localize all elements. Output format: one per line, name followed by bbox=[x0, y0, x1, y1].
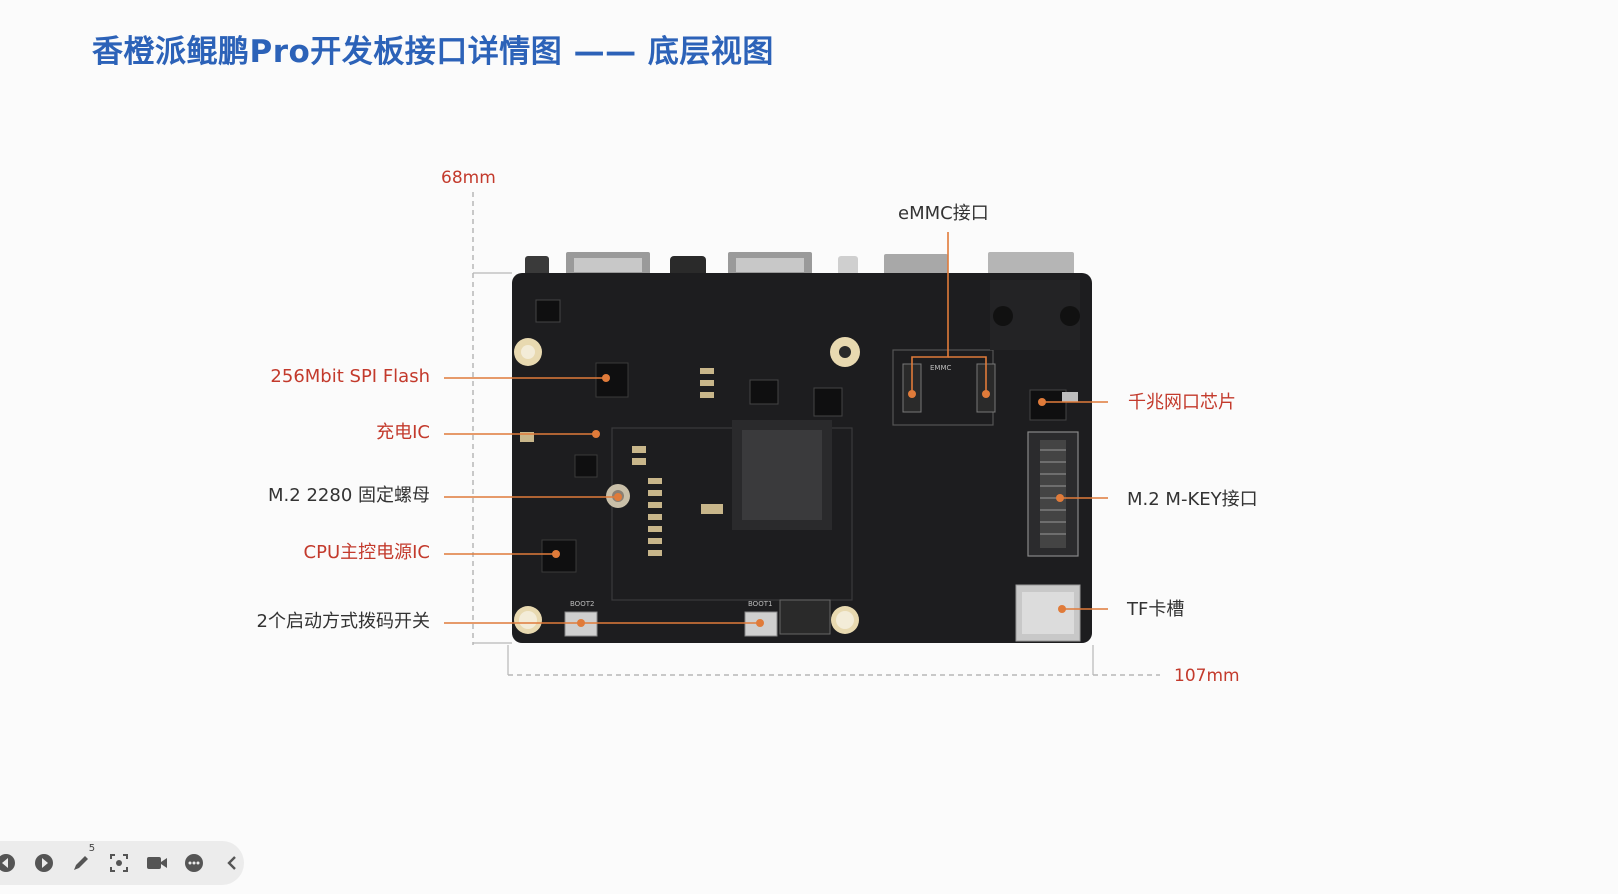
collapse-icon[interactable] bbox=[220, 851, 244, 875]
callout-boot-switches: 2个启动方式拨码开关 bbox=[256, 611, 430, 632]
emmc-silkscreen: EMMC bbox=[930, 364, 952, 372]
callout-m2-mkey: M.2 M-KEY接口 bbox=[1127, 489, 1258, 510]
boot1-silkscreen: BOOT2 bbox=[570, 600, 594, 608]
callout-m2-nut: M.2 2280 固定螺母 bbox=[268, 485, 430, 506]
pen-badge: 5 bbox=[88, 843, 96, 854]
callout-tf-slot: TF卡槽 bbox=[1127, 599, 1185, 620]
pen-icon[interactable]: 5 bbox=[69, 843, 95, 875]
callout-ethernet-chip: 千兆网口芯片 bbox=[1128, 392, 1236, 413]
callout-charger-ic: 充电IC bbox=[376, 422, 430, 443]
presentation-toolbar: 5 bbox=[0, 841, 244, 885]
height-dimension-label: 68mm bbox=[441, 168, 496, 188]
spi-flash-chip bbox=[595, 362, 629, 398]
width-dimension-label: 107mm bbox=[1174, 666, 1240, 686]
callout-spi-flash: 256Mbit SPI Flash bbox=[270, 366, 430, 387]
charger-ic bbox=[574, 454, 598, 478]
callout-emmc: eMMC接口 bbox=[898, 203, 989, 224]
capacitor-column bbox=[520, 368, 723, 556]
leader-dots bbox=[552, 374, 1066, 627]
top-connectors bbox=[525, 252, 1074, 278]
callout-cpu-power-ic: CPU主控电源IC bbox=[303, 542, 430, 563]
camera-icon[interactable] bbox=[145, 851, 169, 875]
boot2-silkscreen: BOOT1 bbox=[748, 600, 772, 608]
ethernet-phy bbox=[1029, 389, 1067, 421]
slide-title: 香橙派鲲鹏Pro开发板接口详情图 —— 底层视图 bbox=[92, 34, 774, 70]
play-icon[interactable] bbox=[32, 851, 56, 875]
more-icon[interactable] bbox=[183, 851, 207, 875]
screenshot-icon[interactable] bbox=[107, 851, 131, 875]
leader-lines bbox=[444, 232, 1108, 624]
boot-switch-1 bbox=[564, 611, 598, 637]
prev-icon[interactable] bbox=[0, 851, 18, 875]
